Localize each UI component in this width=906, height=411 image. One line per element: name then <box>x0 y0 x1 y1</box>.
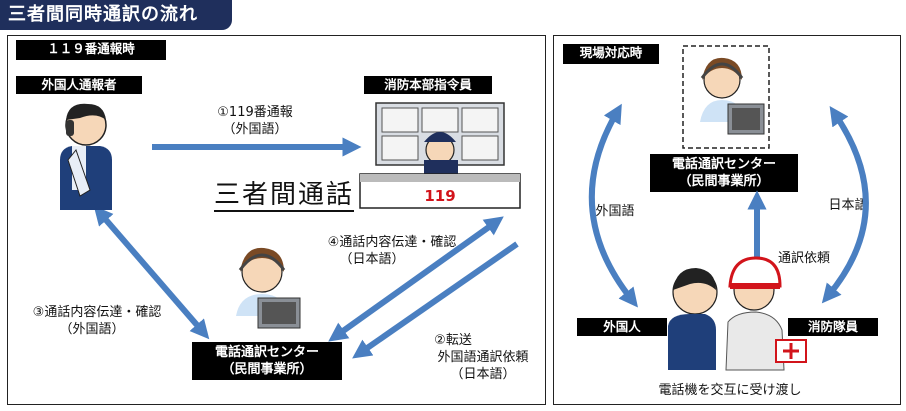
center-label-line2: （民間事業所） <box>221 362 313 377</box>
center-label-line2-right: （民間事業所） <box>678 174 770 189</box>
step1-line2: （外国語） <box>222 122 288 137</box>
center-label-line1: 電話通訳センター <box>214 345 319 360</box>
foreigner-label: 外国人 <box>577 318 667 336</box>
dispatcher-scene: 119 <box>359 102 521 209</box>
caller-label: 外国人通報者 <box>16 76 142 94</box>
operator-left-figure <box>236 247 301 329</box>
caller-figure <box>60 103 112 210</box>
operator-right-figure <box>682 45 770 149</box>
arrow-center-to-dispatcher <box>328 216 504 342</box>
step2-line2: 外国語通訳依頼 <box>437 350 529 365</box>
interpretation-center-label-left: 電話通訳センター （民間事業所） <box>192 342 342 380</box>
right-panel-header: 現場対応時 <box>563 44 659 64</box>
arrow-japanese <box>821 106 869 304</box>
step2-line3: （日本語） <box>450 367 516 382</box>
arrow-foreign-language <box>588 103 638 308</box>
desk-number: 119 <box>424 187 455 205</box>
bottom-caption: 電話機を交互に受け渡し <box>658 383 802 398</box>
scene-figures <box>668 256 807 371</box>
arrow-dispatcher-to-center <box>352 241 519 359</box>
interpretation-center-label-right: 電話通訳センター （民間事業所） <box>650 154 798 192</box>
step1-line1: ①119番通報 <box>217 105 293 120</box>
page-title: 三者間同時通訳の流れ <box>0 0 232 30</box>
interpretation-request-label: 通訳依頼 <box>777 251 830 266</box>
three-way-call-label: 三者間通話 <box>214 180 355 212</box>
left-panel-header: １１９番通報時 <box>16 40 166 60</box>
arrow-caller-center <box>93 205 210 340</box>
firefighter-label: 消防隊員 <box>788 318 878 336</box>
center-label-line1-right: 電話通訳センター <box>671 157 776 172</box>
dispatcher-label: 消防本部指令員 <box>364 76 492 94</box>
